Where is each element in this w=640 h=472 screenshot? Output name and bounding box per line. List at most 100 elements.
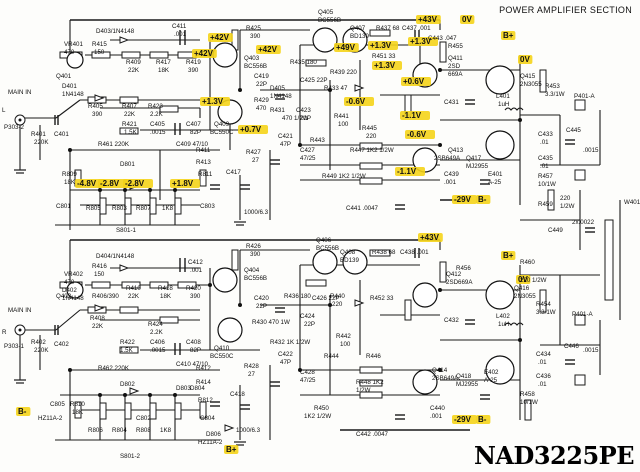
component-label: C427	[300, 147, 315, 154]
component-label: Q412	[446, 271, 462, 278]
component-label: C437 .001	[402, 25, 431, 32]
component-label: 470	[256, 105, 267, 112]
voltage-label: +0.7V	[240, 125, 262, 134]
section-title: POWER AMPLIFIER SECTION	[499, 5, 632, 15]
component-label: C424	[300, 313, 315, 320]
component-label: Q418	[456, 373, 472, 380]
voltage-label: +42V	[210, 33, 230, 42]
component-label: R410	[126, 285, 141, 292]
component-label: 1K2 1/2W	[304, 413, 331, 420]
component-label: R810	[70, 401, 85, 408]
component-label: 1.5K	[124, 129, 138, 136]
component-label: 390	[250, 251, 261, 258]
voltage-highlight	[501, 31, 516, 40]
component-label: C446	[564, 343, 579, 350]
voltage-highlight	[334, 43, 359, 52]
component-label: R413	[196, 159, 211, 166]
component-label: 47/25	[300, 155, 316, 162]
component-label: C405	[150, 121, 165, 128]
component-label: C803	[200, 203, 215, 210]
component-label: D803	[176, 385, 191, 392]
component-label: C449	[548, 227, 563, 234]
component-label: R433 47	[324, 85, 348, 92]
component-label: .01	[540, 163, 549, 170]
component-label: .0015	[150, 347, 166, 354]
component-label: D801	[120, 161, 135, 168]
component-label: 100	[338, 121, 349, 128]
component-label: C443 .047	[428, 35, 457, 42]
component-label: MJ2955	[456, 381, 479, 388]
voltage-highlight	[238, 125, 268, 134]
component-label: R420	[186, 285, 201, 292]
voltage-label: -4.8V	[77, 179, 97, 188]
voltage-marker: +0.6V	[401, 77, 431, 86]
component-label: 22P	[300, 115, 311, 122]
component-label: R422	[120, 339, 135, 346]
voltage-marker: +1.8V	[170, 179, 200, 188]
voltage-label: +1.3V	[370, 41, 392, 50]
component-label: 220	[332, 301, 343, 308]
voltage-marker: +49V	[334, 43, 359, 52]
component-label: R431	[270, 107, 285, 114]
component-label: R418	[158, 285, 173, 292]
component-label: C431	[444, 99, 459, 106]
voltage-marker: +1.3V	[368, 41, 398, 50]
component-label: C801	[56, 203, 71, 210]
component-label: C434	[536, 351, 551, 358]
voltage-label: -0.6V	[346, 97, 366, 106]
component-label: 18K	[72, 409, 84, 416]
component-label: .0015	[150, 129, 166, 136]
component-label: 2SB649A	[434, 155, 461, 162]
component-label: BC550C	[210, 353, 234, 360]
voltage-marker: 0V	[460, 15, 475, 24]
component-label: R805	[86, 205, 101, 212]
component-label: R455	[448, 43, 463, 50]
component-label: VR402	[64, 271, 83, 278]
voltage-label: 0V	[520, 55, 530, 64]
component-label: MAIN IN	[8, 307, 31, 314]
component-label: R445	[362, 125, 377, 132]
component-label: R409	[126, 59, 141, 66]
component-label: C420	[254, 295, 269, 302]
voltage-marker: 0V	[516, 275, 531, 284]
component-label: C436	[536, 373, 551, 380]
component-label: 220	[560, 195, 571, 202]
component-label: R405	[88, 103, 103, 110]
voltage-label: +43V	[418, 15, 438, 24]
component-label: S801-1	[116, 227, 137, 234]
component-label: R411	[196, 147, 211, 154]
component-label: C440	[430, 405, 445, 412]
component-label: 82P	[190, 347, 201, 354]
component-label: C432	[444, 317, 459, 324]
component-label: R407	[122, 103, 137, 110]
component-label: L401	[496, 93, 510, 100]
component-label: R437 68	[376, 25, 400, 32]
component-label: R453	[545, 83, 560, 90]
component-label: 10/1W	[538, 181, 556, 188]
voltage-label: -2.8V	[125, 179, 145, 188]
voltage-marker: -0.6V	[344, 97, 374, 106]
component-label: P401-A	[574, 93, 596, 100]
component-label: 2.2K	[150, 111, 164, 118]
component-label: R458	[520, 391, 535, 398]
voltage-label: B-	[478, 195, 487, 204]
component-label: 27	[252, 157, 259, 164]
component-label: R416	[92, 263, 107, 270]
component-label: 22K	[92, 323, 104, 330]
component-label: 1N4148	[270, 93, 292, 100]
component-label: .0015	[583, 347, 599, 354]
voltage-highlight	[476, 195, 491, 204]
component-label: A-25	[484, 377, 498, 384]
voltage-marker: -29V	[452, 195, 477, 204]
component-label: 150	[94, 49, 105, 56]
component-label: 1uH	[498, 321, 509, 328]
component-label: 1uH	[498, 101, 509, 108]
voltage-highlight	[123, 179, 153, 188]
component-label: .001	[444, 179, 457, 186]
voltage-highlight	[200, 97, 230, 106]
component-label: 390	[188, 67, 199, 74]
voltage-label: B-	[18, 407, 27, 416]
component-label: 150	[94, 271, 105, 278]
voltage-marker: +0.7V	[238, 125, 268, 134]
voltage-highlight	[452, 195, 477, 204]
